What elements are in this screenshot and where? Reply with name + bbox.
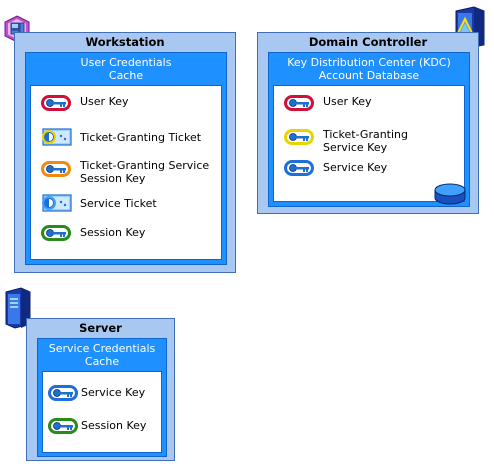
key-icon (282, 157, 316, 182)
cache-title: User Credentials Cache (26, 56, 226, 82)
domain-controller-title: Domain Controller (308, 35, 428, 49)
key-icon (46, 415, 80, 440)
ticket-icon (39, 126, 73, 151)
service-cache-title-line-2: Cache (84, 355, 120, 368)
user-credentials-cache-panel: User Credentials Cache User Key Ticket-G… (25, 52, 227, 265)
kdc-title-line-2: Account Database (318, 69, 420, 82)
key-icon (46, 382, 80, 407)
server-title: Server (79, 321, 122, 335)
item-label: Ticket-Granting Service Key (323, 128, 408, 154)
server-key-list: Service Key Session Key (42, 371, 162, 453)
item-label-line-2: Service Key (323, 141, 388, 154)
workstation-box: Workstation User Credentials Cache User … (14, 32, 236, 273)
database-icon (434, 182, 468, 209)
domain-controller-box: Domain Controller Key Distribution Cente… (257, 32, 479, 214)
service-cache-title: Service Credentials Cache (38, 342, 166, 368)
item-label: Ticket-Granting Ticket (80, 131, 202, 144)
server-box: Server Service Credentials Cache Service… (26, 318, 175, 461)
cache-title-line-2: Cache (108, 69, 144, 82)
cache-title-line-1: User Credentials (80, 56, 172, 69)
key-icon (282, 92, 316, 117)
item-label: Ticket-Granting Service Session Key (80, 159, 209, 185)
ticket-icon (39, 192, 73, 217)
kdc-title: Key Distribution Center (KDC) Account Da… (269, 56, 469, 82)
item-label: User Key (323, 95, 372, 108)
item-label-line-1: Ticket-Granting Service (80, 159, 210, 172)
key-icon (39, 222, 73, 247)
item-label: Service Ticket (80, 197, 157, 210)
kdc-title-line-1: Key Distribution Center (KDC) (287, 56, 451, 69)
item-label: User Key (80, 95, 129, 108)
item-label: Service Key (323, 161, 388, 174)
kdc-database-panel: Key Distribution Center (KDC) Account Da… (268, 52, 470, 207)
workstation-credential-list: User Key Ticket-Granting Ticket Ticket-G… (30, 85, 222, 260)
item-label: Session Key (81, 419, 147, 432)
key-icon (282, 126, 316, 151)
service-cache-title-line-1: Service Credentials (48, 342, 156, 355)
key-icon (39, 158, 73, 183)
item-label-line-1: Ticket-Granting (323, 128, 408, 141)
service-credentials-cache-panel: Service Credentials Cache Service Key Se… (37, 338, 167, 457)
workstation-title: Workstation (85, 35, 165, 49)
item-label: Session Key (80, 226, 146, 239)
item-label: Service Key (81, 386, 146, 399)
key-icon (39, 92, 73, 117)
kdc-key-list: User Key Ticket-Granting Service Key Ser… (273, 85, 466, 205)
item-label-line-2: Session Key (80, 172, 146, 185)
